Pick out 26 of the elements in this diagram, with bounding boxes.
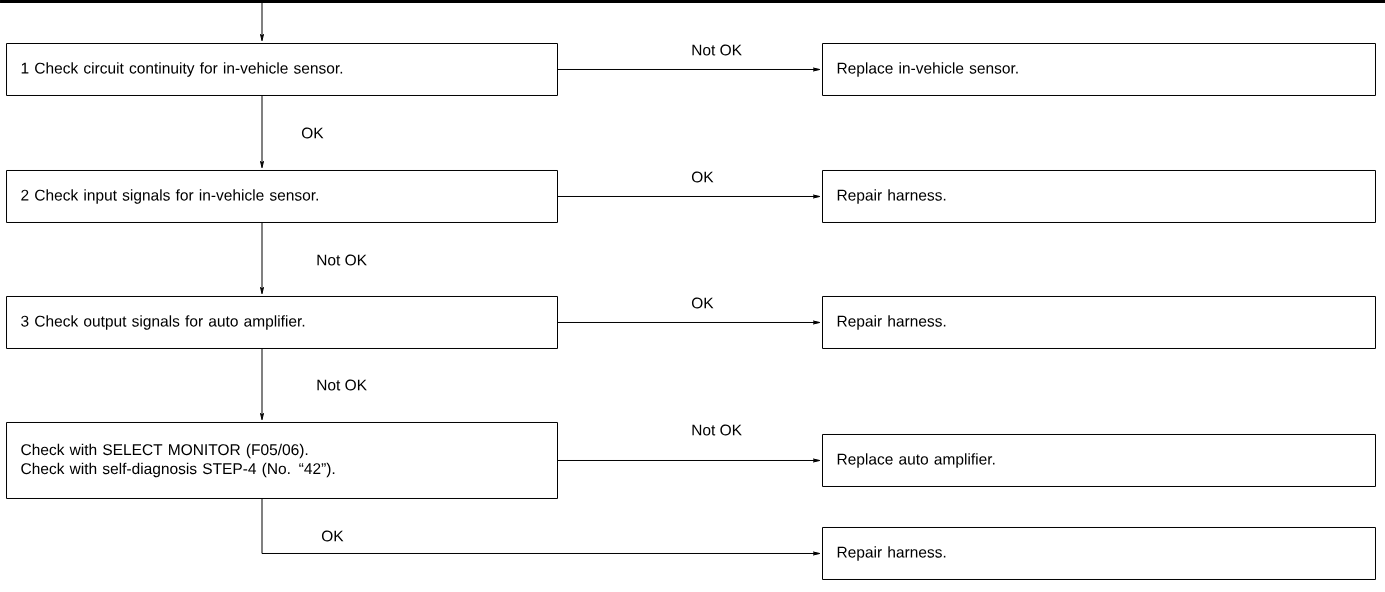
step-box: 1 Check circuit continuity for in-vehicle sensor. xyxy=(6,43,558,96)
result-box: Replace auto amplifier. xyxy=(822,434,1376,487)
arrow xyxy=(260,95,264,169)
result-box: Repair harness. xyxy=(822,296,1376,349)
result-box: Repair harness. xyxy=(822,170,1376,223)
edge-label: Not OK xyxy=(692,44,742,56)
step-box: 2 Check input signals for in-vehicle sensor. xyxy=(6,170,558,223)
arrow xyxy=(557,194,821,199)
arrow xyxy=(557,67,821,72)
step-box: Check with SELECT MONITOR (F05/06). Check with self-diagnosis STEP-4 (No. “42”). xyxy=(6,422,558,499)
step-box: 3 Check output signals for auto amplifier. xyxy=(6,296,558,349)
arrow xyxy=(557,320,821,325)
edge-label: Not OK xyxy=(692,424,742,436)
edge-label: OK xyxy=(301,127,324,139)
edge-label: OK xyxy=(691,171,714,183)
result-box: Replace in-vehicle sensor. xyxy=(822,43,1376,96)
arrow xyxy=(261,498,821,556)
arrow xyxy=(260,222,264,295)
edge-label: OK xyxy=(321,530,344,542)
result-box: Repair harness. xyxy=(822,527,1376,580)
edge-label: Not OK xyxy=(317,379,367,391)
arrow xyxy=(260,348,264,421)
edge-label: Not OK xyxy=(317,254,367,266)
edge-label: OK xyxy=(691,297,714,309)
arrow xyxy=(260,2,264,42)
arrow xyxy=(557,458,821,463)
